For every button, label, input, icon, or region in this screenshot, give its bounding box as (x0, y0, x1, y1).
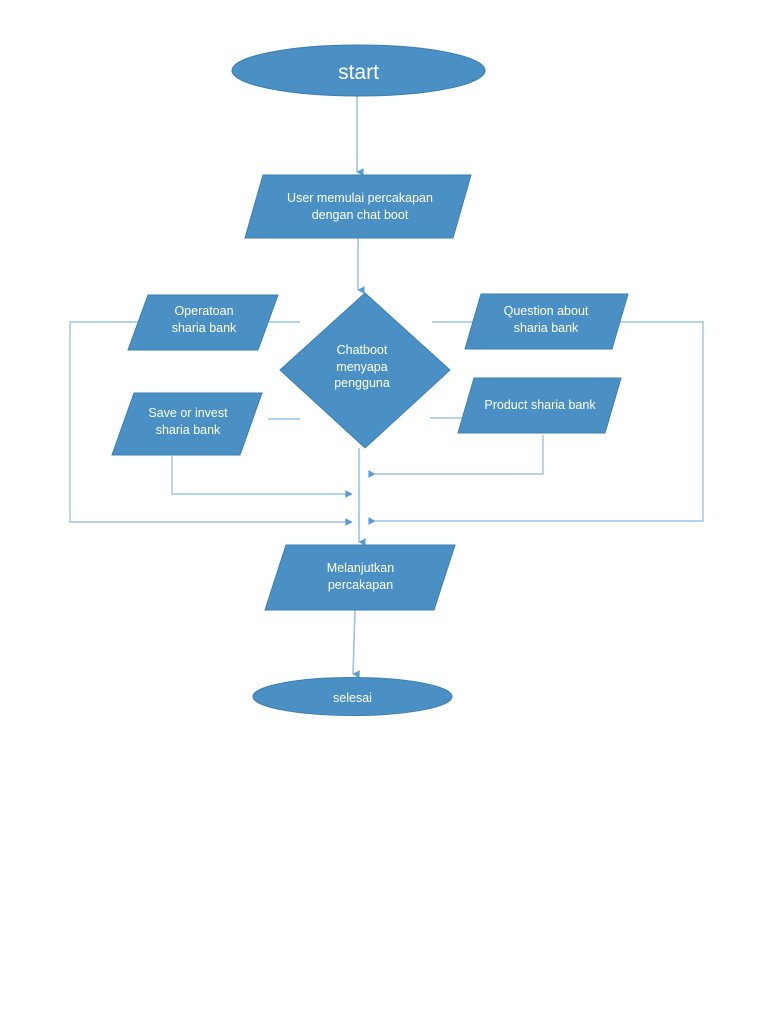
connector-product-to-continue (368, 435, 544, 478)
connector-operation-to-continue (69, 321, 353, 526)
node-user-start-conversation[interactable] (244, 174, 472, 239)
node-operation-sharia-bank[interactable] (127, 294, 279, 351)
shapes-group (111, 44, 629, 716)
node-product-sharia-bank[interactable] (457, 377, 622, 434)
connector-continue-to-finish (352, 609, 360, 679)
connector-question-to-continue (368, 321, 704, 525)
node-finish[interactable] (252, 677, 453, 716)
node-question-about-sharia-bank[interactable] (464, 293, 629, 350)
node-start[interactable] (231, 44, 486, 97)
node-save-or-invest-sharia-bank[interactable] (111, 392, 263, 456)
connector-save-invest-to-continue (171, 456, 353, 498)
node-continue-conversation[interactable] (264, 544, 456, 611)
node-chatbot-greets-user[interactable] (279, 292, 451, 449)
